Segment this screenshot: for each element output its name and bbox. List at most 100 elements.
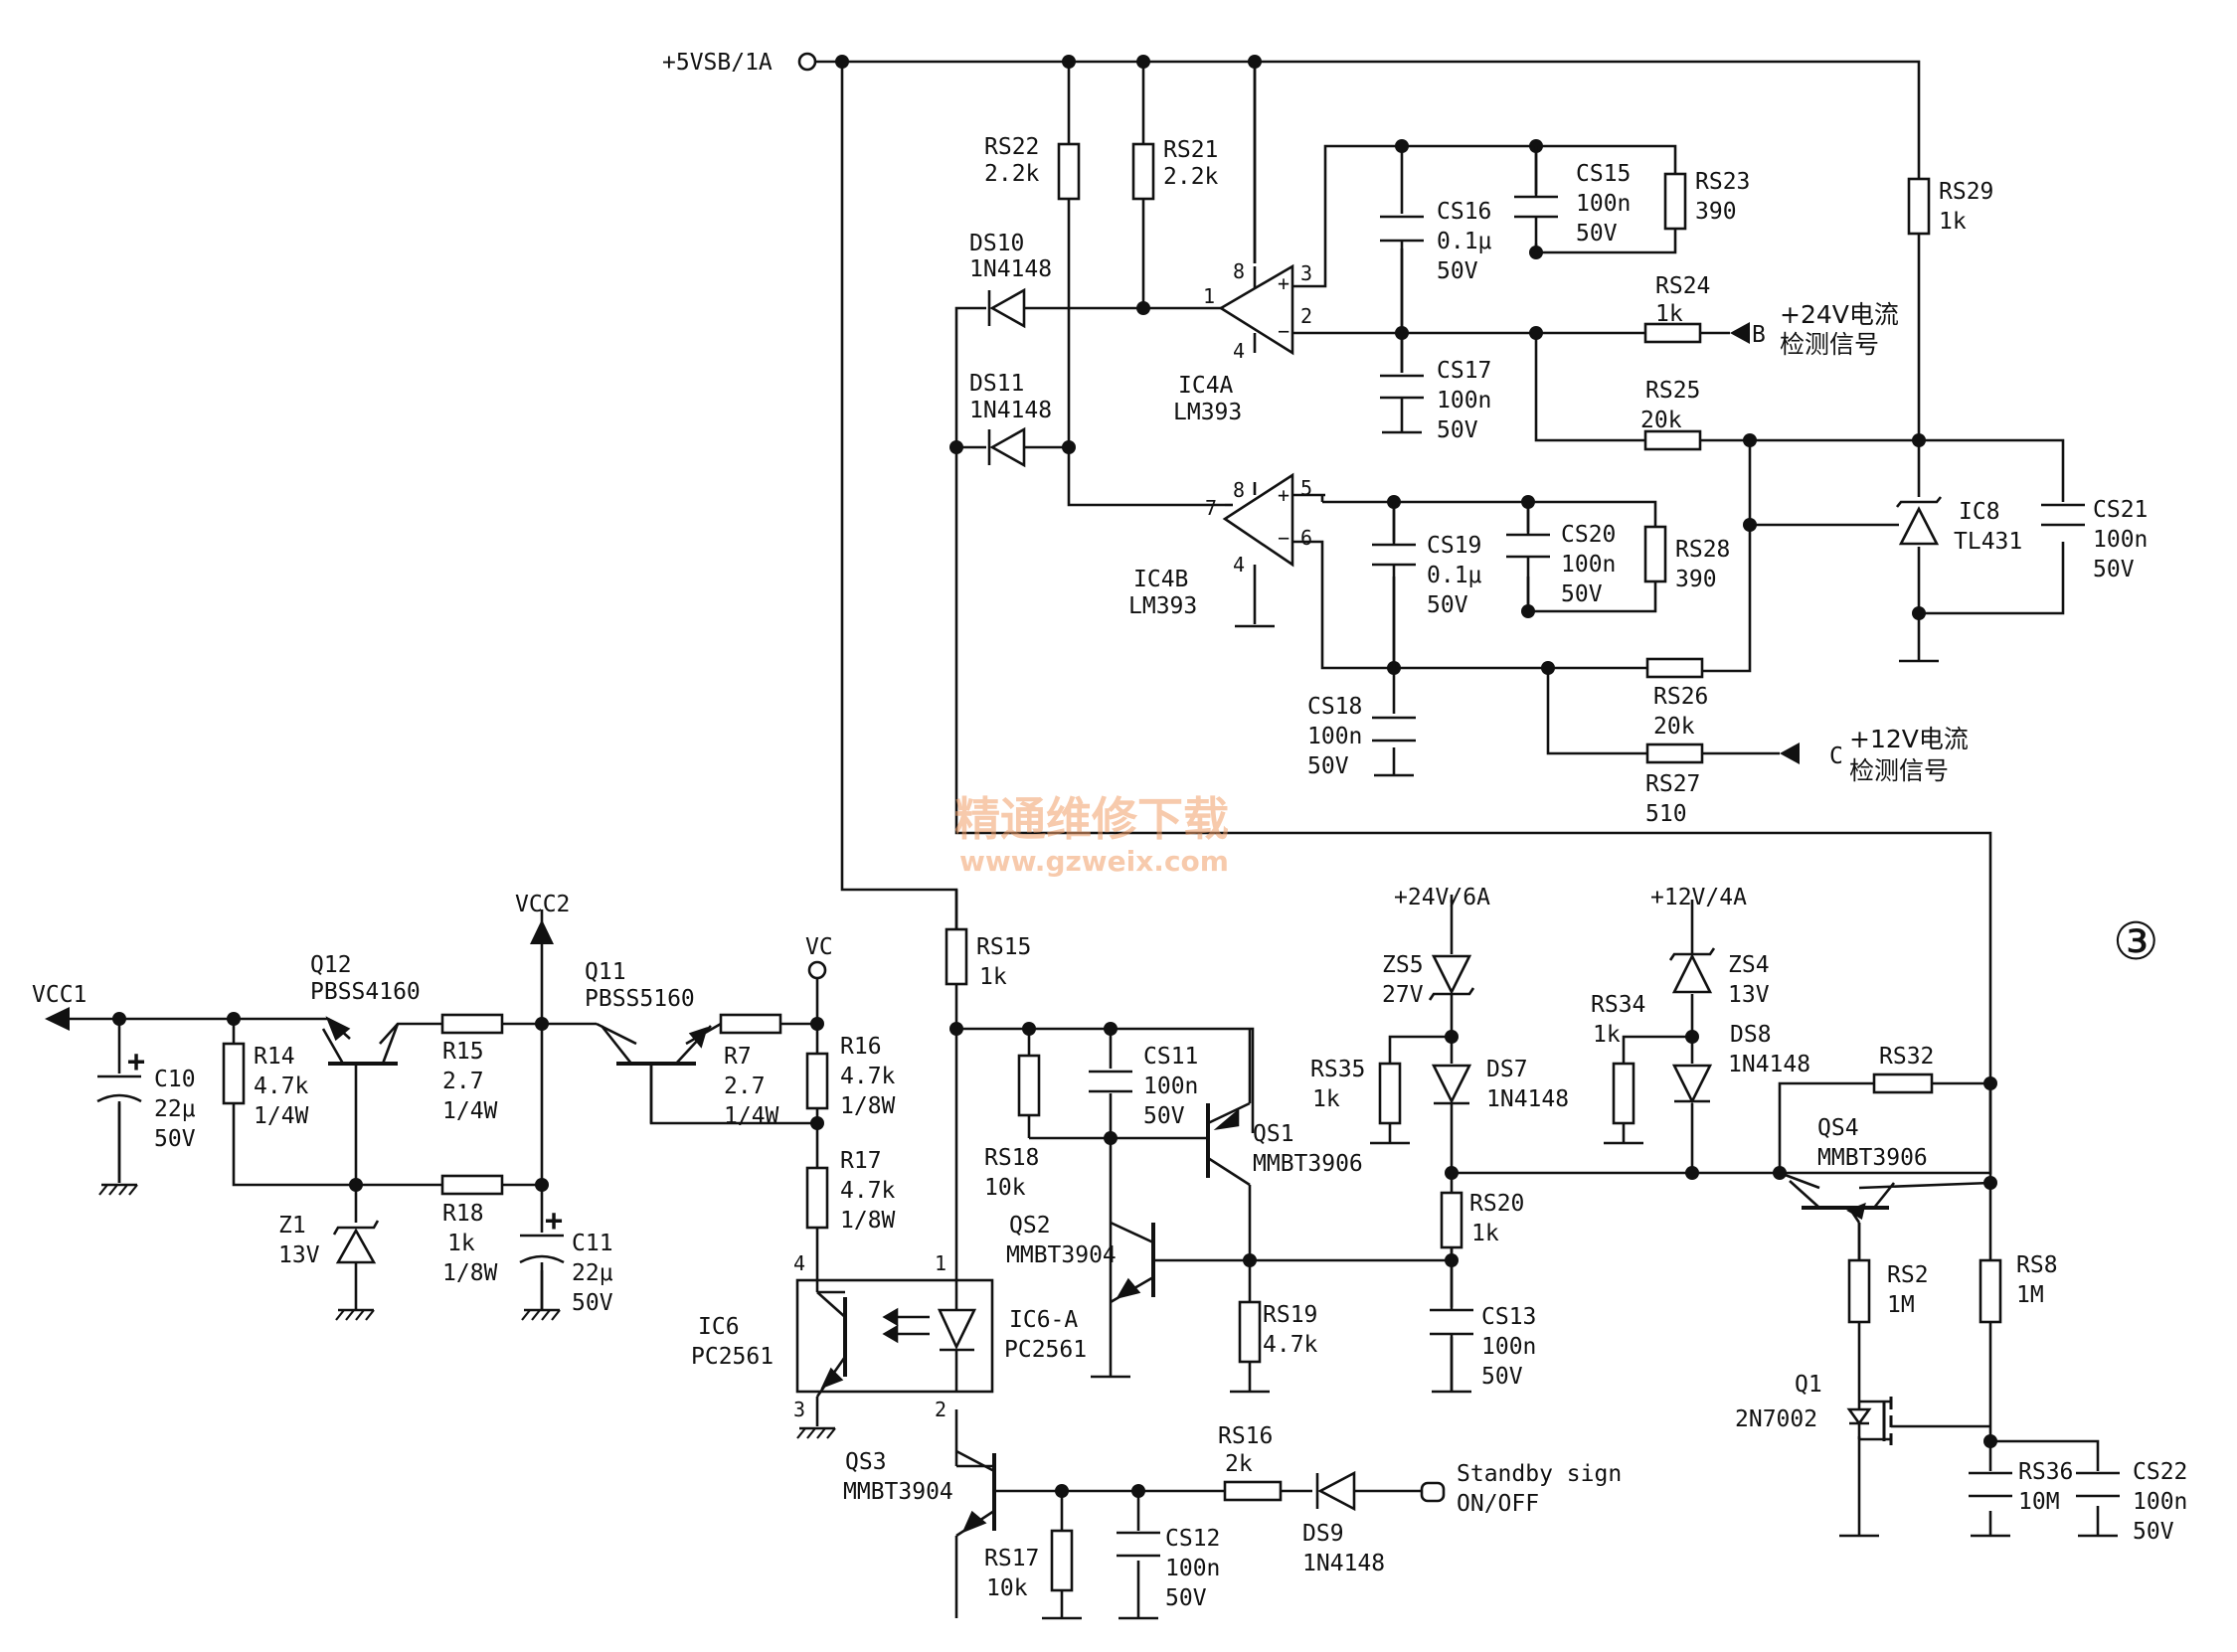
opamp-pins: 8 3 + 2 − 1 4 8 5 + 6 − 7 4 xyxy=(1203,259,1312,577)
cs18-ref: CS18 xyxy=(1307,694,1362,720)
rs20-body xyxy=(1440,1191,1463,1249)
ic8-ref: IC8 xyxy=(1959,499,2000,525)
cs11-value: 100n xyxy=(1143,1074,1198,1099)
net-vcc2-label: VCC2 xyxy=(515,892,570,917)
svg-text:1: 1 xyxy=(935,1251,946,1275)
capacitors xyxy=(96,195,2120,1558)
cs21-voltage: 50V xyxy=(2093,557,2135,582)
rs22-body xyxy=(1057,142,1081,201)
ic4b-ref: IC4B xyxy=(1133,567,1188,592)
ic6a-ref: IC6-A xyxy=(1009,1307,1078,1333)
rs34-value: 1k xyxy=(1593,1022,1621,1048)
rs27-value: 510 xyxy=(1645,801,1687,827)
rs17-value: 10k xyxy=(986,1575,1028,1601)
cs15-value: 100n xyxy=(1576,191,1631,217)
polarity-marks: + + xyxy=(127,1045,563,1239)
rs32-body xyxy=(1872,1073,1934,1094)
ic6-pins: 4 1 3 2 xyxy=(793,1251,946,1421)
diodes xyxy=(332,287,1943,1512)
rs8-ref: RS8 xyxy=(2016,1252,2058,1278)
rs32-ref: RS32 xyxy=(1879,1044,1934,1070)
ic4a-value: LM393 xyxy=(1173,400,1242,425)
r15-power: 1/4W xyxy=(442,1098,498,1124)
cs22-ref: CS22 xyxy=(2133,1459,2187,1485)
cs20-ref: CS20 xyxy=(1561,522,1616,548)
r17-value: 4.7k xyxy=(840,1178,896,1204)
ds7-ref: DS7 xyxy=(1486,1057,1528,1082)
rs18-body xyxy=(1017,1054,1041,1117)
component-labels: RS22 2.2k RS21 2.2k DS10 1N4148 DS11 1N4… xyxy=(154,134,2187,1611)
rs16-body xyxy=(1223,1480,1283,1502)
rs19-value: 4.7k xyxy=(1263,1332,1318,1358)
rs24-value: 1k xyxy=(1655,301,1683,327)
svg-text:+: + xyxy=(545,1204,563,1239)
ds9-ref: DS9 xyxy=(1302,1521,1344,1547)
cs12-voltage: 50V xyxy=(1165,1585,1207,1611)
svg-text:4: 4 xyxy=(793,1251,805,1275)
signal-c-label: C xyxy=(1829,743,1843,769)
rs17-body xyxy=(1050,1529,1074,1592)
q11-ref: Q11 xyxy=(585,959,626,985)
standby-label-2: ON/OFF xyxy=(1457,1491,1539,1517)
rs8-body xyxy=(1979,1258,2002,1324)
net-5vsb-label: +5VSB/1A xyxy=(662,50,773,76)
cs12-value: 100n xyxy=(1165,1556,1220,1581)
q12-ref: Q12 xyxy=(310,952,352,978)
cs16-value: 0.1μ xyxy=(1437,229,1492,254)
cs16-ref: CS16 xyxy=(1437,199,1491,225)
qs4-ref: QS4 xyxy=(1817,1115,1859,1141)
rs23-value: 390 xyxy=(1695,199,1737,225)
net-vc-label: VC xyxy=(805,934,833,960)
z1-value: 13V xyxy=(278,1242,320,1268)
q1-value: 2N7002 xyxy=(1735,1406,1817,1432)
net-12v-label: +12V/4A xyxy=(1650,885,1747,910)
c11-value: 22μ xyxy=(572,1260,613,1286)
z1-ref: Z1 xyxy=(278,1213,306,1239)
r7-ref: R7 xyxy=(724,1044,752,1070)
cs20-value: 100n xyxy=(1561,552,1616,578)
rs28-body xyxy=(1643,525,1667,583)
ds7-value: 1N4148 xyxy=(1486,1086,1569,1112)
cs19-voltage: 50V xyxy=(1427,592,1468,618)
rs34-body xyxy=(1612,1062,1635,1125)
svg-text:+: + xyxy=(1278,271,1290,295)
r7-value: 2.7 xyxy=(724,1074,766,1099)
signal-b-label: B xyxy=(1752,322,1766,348)
rs20-ref: RS20 xyxy=(1469,1191,1524,1217)
cs17-voltage: 50V xyxy=(1437,417,1478,443)
cs17-ref: CS17 xyxy=(1437,358,1491,384)
rs26-value: 20k xyxy=(1653,714,1695,740)
rs23-body xyxy=(1663,172,1687,231)
q1-ref: Q1 xyxy=(1795,1372,1822,1398)
rs15-body xyxy=(945,927,968,986)
ds10-ref: DS10 xyxy=(969,231,1024,256)
ic4a-ref: IC4A xyxy=(1178,373,1234,399)
c10-value: 22μ xyxy=(154,1096,196,1122)
svg-text:+: + xyxy=(1278,483,1290,507)
r15-body xyxy=(440,1013,504,1035)
rs20-value: 1k xyxy=(1471,1221,1499,1246)
qs4-value: MMBT3906 xyxy=(1817,1145,1928,1171)
svg-text:3: 3 xyxy=(1300,261,1312,285)
r14-ref: R14 xyxy=(254,1044,295,1070)
ic6-ref: IC6 xyxy=(698,1314,740,1340)
rs29-ref: RS29 xyxy=(1939,179,1993,205)
rs36-value: 10M xyxy=(2018,1489,2060,1515)
cs17-value: 100n xyxy=(1437,388,1491,413)
rs34-ref: RS34 xyxy=(1591,992,1645,1018)
figure-number: ③ xyxy=(2113,912,2159,972)
r16-ref: R16 xyxy=(840,1034,882,1060)
qs1-ref: QS1 xyxy=(1253,1121,1294,1147)
signal-b-desc-1: +24V电流 xyxy=(1780,300,1899,329)
watermark-url: www.gzweix.com xyxy=(959,845,1229,878)
r17-ref: R17 xyxy=(840,1148,882,1174)
cs21-ref: CS21 xyxy=(2093,497,2148,523)
rs36-ref: RS36 xyxy=(2018,1459,2073,1485)
rs35-body xyxy=(1378,1062,1402,1125)
rs35-ref: RS35 xyxy=(1310,1057,1365,1082)
r7-power: 1/4W xyxy=(724,1103,779,1129)
net-vcc1-label: VCC1 xyxy=(32,982,86,1008)
rs26-ref: RS26 xyxy=(1653,684,1708,710)
rs16-value: 2k xyxy=(1225,1451,1253,1477)
cs21-value: 100n xyxy=(2093,527,2148,553)
